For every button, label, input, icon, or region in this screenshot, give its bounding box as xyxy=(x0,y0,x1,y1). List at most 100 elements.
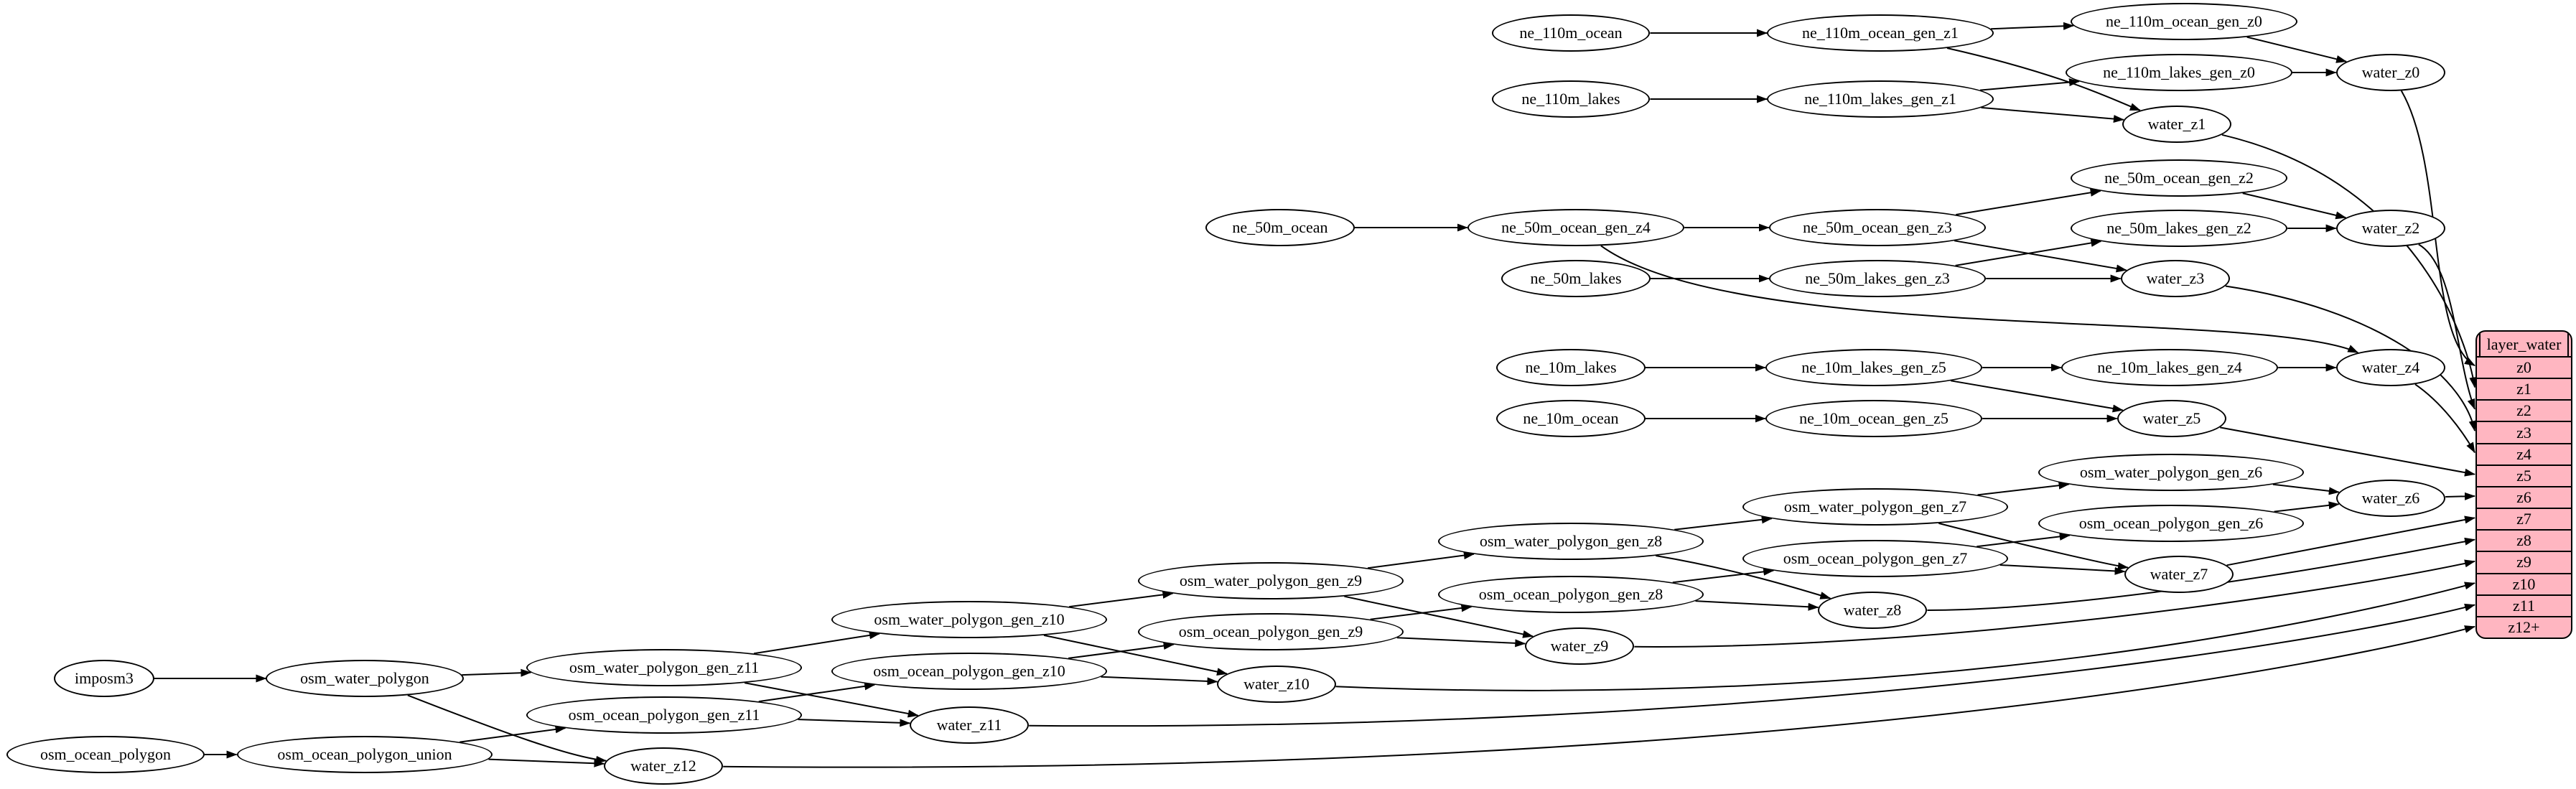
edge-water_z1-to-z1 xyxy=(2221,134,2478,388)
node-water_z10: water_z10 xyxy=(1216,666,1337,703)
table-row-z8: z8 xyxy=(2477,529,2571,551)
edge-water_z11-to-z11 xyxy=(1029,603,2475,727)
edge-osm_ocean_polygon_gen_z7-to-osm_ocean_polygon_gen_z6 xyxy=(1977,532,2071,548)
edge-water_z9-to-z9 xyxy=(1634,559,2475,648)
edge-ne_110m_ocean_gen_z1-to-ne_110m_ocean_gen_z0 xyxy=(1990,22,2074,30)
edge-osm_ocean_polygon_union-to-osm_ocean_polygon_gen_z11 xyxy=(459,725,566,743)
node-osm_water_polygon: osm_water_polygon xyxy=(266,660,464,697)
node-osm_ocean_polygon_gen_z11: osm_ocean_polygon_gen_z11 xyxy=(526,696,802,734)
node-water_z3: water_z3 xyxy=(2120,260,2231,297)
edge-osm_ocean_polygon_gen_z9-to-osm_ocean_polygon_gen_z8 xyxy=(1370,604,1473,620)
table-row-z1: z1 xyxy=(2477,378,2571,399)
edge-water_z4-to-z4 xyxy=(2414,383,2475,454)
node-ne_50m_ocean: ne_50m_ocean xyxy=(1205,209,1355,246)
node-osm_ocean_polygon_gen_z6: osm_ocean_polygon_gen_z6 xyxy=(2038,505,2305,542)
node-osm_ocean_polygon_gen_z9: osm_ocean_polygon_gen_z9 xyxy=(1137,613,1404,650)
edge-ne_110m_ocean_gen_z1-to-water_z1 xyxy=(1946,47,2141,111)
edge-osm_water_polygon-to-osm_water_polygon_gen_z11 xyxy=(462,668,532,677)
edge-osm_ocean_polygon_gen_z11-to-osm_ocean_polygon_gen_z10 xyxy=(758,682,876,703)
node-ne_110m_lakes_gen_z0: ne_110m_lakes_gen_z0 xyxy=(2066,54,2292,91)
table-title: layer_water xyxy=(2479,333,2569,356)
edge-osm_ocean_polygon_union-to-water_z12 xyxy=(488,758,605,767)
edge-osm_ocean_polygon_gen_z8-to-water_z8 xyxy=(1695,600,1819,611)
edge-osm_water_polygon_gen_z11-to-osm_water_polygon_gen_z10 xyxy=(753,631,880,655)
edge-water_z10-to-z10 xyxy=(1335,582,2475,691)
edge-water_z7-to-z7 xyxy=(2226,515,2475,566)
node-osm_ocean_polygon_union: osm_ocean_polygon_union xyxy=(236,736,493,773)
edge-osm_water_polygon_gen_z9-to-water_z9 xyxy=(1344,595,1534,638)
node-ne_50m_ocean_gen_z2: ne_50m_ocean_gen_z2 xyxy=(2070,159,2288,197)
edge-water_z5-to-z5 xyxy=(2220,426,2475,477)
edge-water_z6-to-z6 xyxy=(2445,492,2475,500)
node-ne_50m_ocean_gen_z3: ne_50m_ocean_gen_z3 xyxy=(1768,209,1987,246)
edge-osm_water_polygon_gen_z7-to-osm_water_polygon_gen_z6 xyxy=(1977,481,2070,496)
node-water_z5: water_z5 xyxy=(2117,400,2227,437)
node-water_z4: water_z4 xyxy=(2335,349,2446,386)
node-water_z0: water_z0 xyxy=(2335,54,2446,91)
edge-osm_ocean_polygon_gen_z9-to-water_z9 xyxy=(1396,637,1526,648)
node-osm_water_polygon_gen_z7: osm_water_polygon_gen_z7 xyxy=(1742,488,2009,526)
edge-ne_50m_ocean_gen_z2-to-water_z2 xyxy=(2242,192,2347,220)
node-imposm3: imposm3 xyxy=(54,660,154,697)
table-row-z6: z6 xyxy=(2477,485,2571,508)
node-ne_10m_ocean_gen_z5: ne_10m_ocean_gen_z5 xyxy=(1765,400,1983,437)
edge-osm_water_polygon_gen_z6-to-water_z6 xyxy=(2272,483,2340,495)
node-water_z6: water_z6 xyxy=(2335,480,2446,517)
edge-ne_110m_lakes_gen_z1-to-water_z1 xyxy=(1981,106,2124,123)
node-ne_110m_ocean_gen_z0: ne_110m_ocean_gen_z0 xyxy=(2071,3,2297,40)
edge-osm_ocean_polygon_gen_z6-to-water_z6 xyxy=(2274,501,2340,513)
edge-ne_50m_ocean_gen_z3-to-ne_50m_ocean_gen_z2 xyxy=(1956,188,2101,215)
node-osm_water_polygon_gen_z10: osm_water_polygon_gen_z10 xyxy=(831,601,1107,638)
node-ne_10m_lakes_gen_z5: ne_10m_lakes_gen_z5 xyxy=(1765,349,1983,386)
edge-osm_water_polygon_gen_z11-to-water_z11 xyxy=(744,682,919,718)
node-water_z9: water_z9 xyxy=(1524,627,1635,665)
table-row-z5: z5 xyxy=(2477,464,2571,486)
edge-ne_110m_ocean_gen_z0-to-water_z0 xyxy=(2246,36,2348,63)
edge-ne_50m_ocean_gen_z4-to-water_z4 xyxy=(1600,245,2359,354)
edge-osm_water_polygon_gen_z7-to-water_z7 xyxy=(1938,522,2129,571)
node-water_z12: water_z12 xyxy=(603,747,724,785)
edge-water_z3-to-z3 xyxy=(2225,285,2477,432)
edge-osm_ocean_polygon_gen_z10-to-osm_ocean_polygon_gen_z9 xyxy=(1068,642,1175,659)
edge-ne_50m_ocean_gen_z3-to-water_z3 xyxy=(1954,240,2127,273)
node-osm_water_polygon_gen_z6: osm_water_polygon_gen_z6 xyxy=(2038,454,2305,491)
node-ne_10m_ocean: ne_10m_ocean xyxy=(1496,400,1646,437)
table-row-z12+: z12+ xyxy=(2477,615,2571,638)
table-row-z2: z2 xyxy=(2477,399,2571,421)
edge-osm_water_polygon-to-water_z12 xyxy=(407,694,607,764)
node-osm_water_polygon_gen_z8: osm_water_polygon_gen_z8 xyxy=(1437,523,1704,560)
table-row-z3: z3 xyxy=(2477,421,2571,442)
node-ne_50m_lakes_gen_z2: ne_50m_lakes_gen_z2 xyxy=(2070,210,2288,247)
node-ne_110m_lakes_gen_z1: ne_110m_lakes_gen_z1 xyxy=(1767,80,1994,118)
node-water_z8: water_z8 xyxy=(1817,592,1928,629)
node-osm_ocean_polygon_gen_z8: osm_ocean_polygon_gen_z8 xyxy=(1437,576,1704,613)
node-osm_ocean_polygon_gen_z7: osm_ocean_polygon_gen_z7 xyxy=(1742,540,2009,577)
edge-ne_110m_lakes_gen_z1-to-ne_110m_lakes_gen_z0 xyxy=(1979,78,2080,91)
edge-osm_ocean_polygon_gen_z10-to-water_z10 xyxy=(1101,676,1218,686)
node-osm_ocean_polygon_gen_z10: osm_ocean_polygon_gen_z10 xyxy=(831,653,1107,690)
node-osm_ocean_polygon: osm_ocean_polygon xyxy=(6,736,205,773)
table-row-z4: z4 xyxy=(2477,442,2571,464)
edge-osm_water_polygon_gen_z8-to-osm_water_polygon_gen_z7 xyxy=(1674,515,1773,531)
node-ne_10m_lakes: ne_10m_lakes xyxy=(1496,349,1646,386)
node-ne_50m_lakes: ne_50m_lakes xyxy=(1501,260,1651,297)
edge-osm_ocean_polygon_gen_z11-to-water_z11 xyxy=(798,719,911,727)
node-water_z11: water_z11 xyxy=(909,706,1030,744)
table-row-z9: z9 xyxy=(2477,551,2571,572)
edge-ne_50m_lakes_gen_z3-to-ne_50m_lakes_gen_z2 xyxy=(1955,238,2102,266)
table-row-z10: z10 xyxy=(2477,572,2571,594)
edge-ne_10m_lakes_gen_z5-to-water_z5 xyxy=(1951,380,2124,413)
node-osm_water_polygon_gen_z9: osm_water_polygon_gen_z9 xyxy=(1137,562,1404,599)
edge-water_z0-to-z0 xyxy=(2400,90,2475,367)
node-ne_110m_lakes: ne_110m_lakes xyxy=(1491,80,1651,118)
edge-osm_ocean_polygon_gen_z8-to-osm_ocean_polygon_gen_z7 xyxy=(1672,567,1775,584)
node-ne_110m_ocean_gen_z1: ne_110m_ocean_gen_z1 xyxy=(1767,14,1994,52)
edge-osm_ocean_polygon_gen_z7-to-water_z7 xyxy=(1999,564,2126,575)
node-ne_50m_ocean_gen_z4: ne_50m_ocean_gen_z4 xyxy=(1467,209,1685,246)
edge-osm_water_polygon_gen_z8-to-water_z8 xyxy=(1656,555,1831,599)
edge-osm_water_polygon_gen_z10-to-water_z10 xyxy=(1043,634,1228,676)
edge-water_z12-to-z12+ xyxy=(723,625,2475,768)
edge-water_z2-to-z2 xyxy=(2418,243,2475,410)
